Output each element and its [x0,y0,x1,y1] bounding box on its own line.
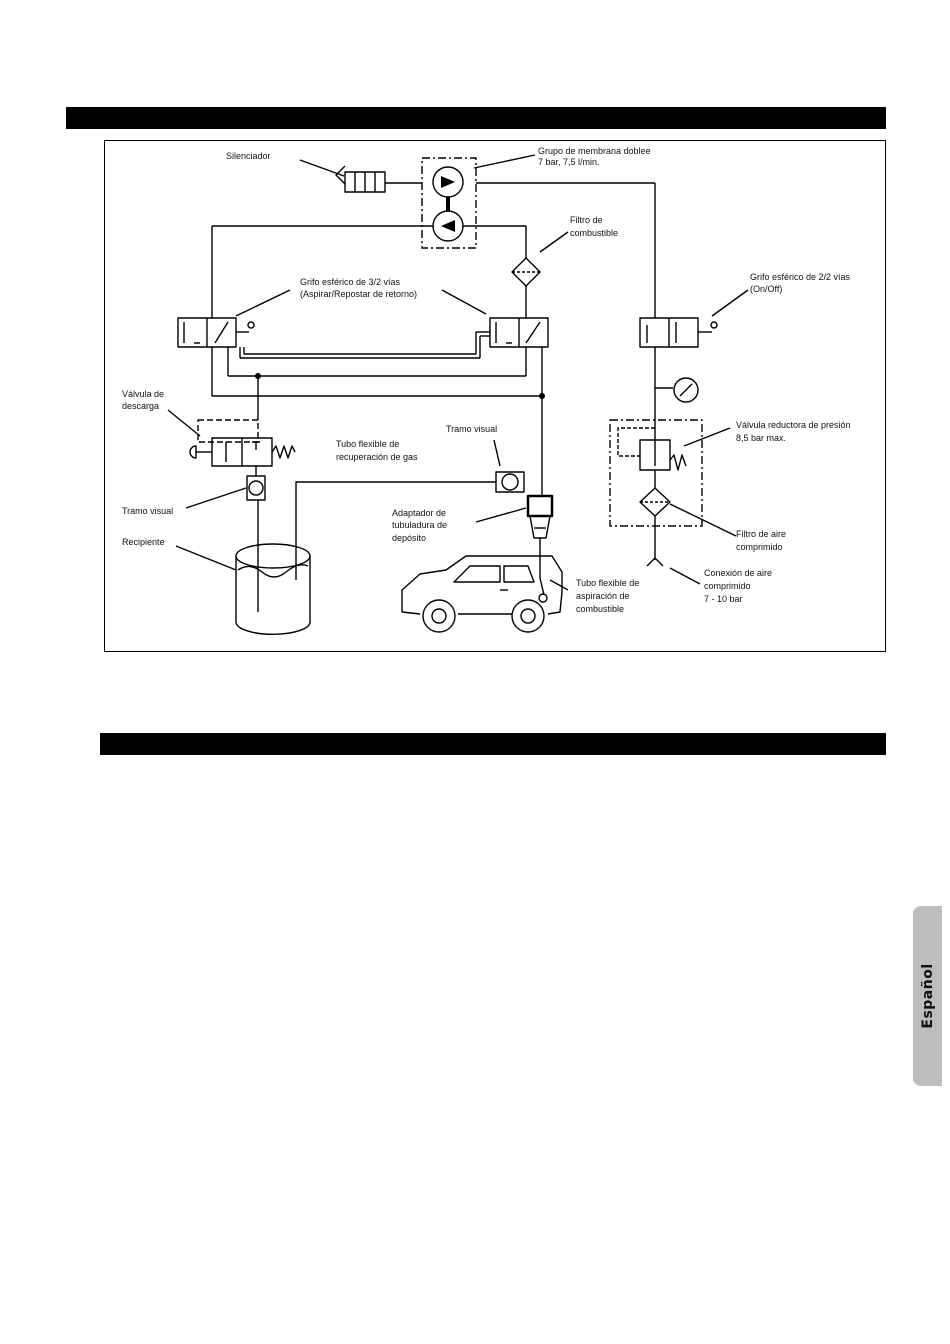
label-conexion-1: Conexión de aire [704,568,772,578]
label-tubo-recup-2: recuperación de gas [336,452,418,462]
label-tubo-asp-2: aspiración de [576,591,630,601]
label-grifo32-1: Grifo esférico de 3/2 vías [300,277,401,287]
language-tab-label: Español [919,963,936,1029]
label-grifo22-2: (On/Off) [750,284,782,294]
label-grifo32-2: (Aspirar/Repostar de retorno) [300,289,417,299]
fuel-filter-diamond [511,257,541,287]
label-adaptador-3: depósito [392,533,426,543]
label-filtro-aire-1: Filtro de aire [736,529,786,539]
pressure-gauge [673,377,699,403]
gas-recovery-line [295,481,496,580]
header-bar-middle [100,733,886,755]
label-silenciador: Silenciador [226,151,271,161]
label-valvula-red-2: 8,5 bar max. [736,433,786,443]
label-conexion-2: comprimido [704,581,751,591]
pump-group-box [421,157,477,249]
label-conexion-3: 7 - 10 bar [704,594,743,604]
container-body [235,556,311,636]
tank-adapter [526,494,554,518]
label-valvula-desc-2: descarga [122,401,159,411]
label-tubo-asp-3: combustible [576,604,624,614]
label-grifo22-1: Grifo esférico de 2/2 vías [750,272,851,282]
car-window-front [453,565,501,583]
label-recipiente: Recipiente [122,537,165,547]
left-sight-glass [246,475,266,501]
label-tramo-visual-left: Tramo visual [122,506,173,516]
label-adaptador-1: Adaptador de [392,508,446,518]
label-valvula-red-1: Válvula reductora de presión [736,420,851,430]
air-connection-symbol [646,557,664,567]
top-sight-glass [495,471,525,493]
label-valvula-desc-1: Válvula de [122,389,164,399]
car-window-rear [503,565,535,583]
label-adaptador-2: tubuladura de [392,520,447,530]
regulator-group-box [609,419,703,527]
label-grupo-1: Grupo de membrana doblee [538,146,651,156]
discharge-valve-pilot [197,419,259,443]
label-filtro-comb-2: combustible [570,228,618,238]
label-tubo-recup-1: Tubo flexible de [336,439,399,449]
language-tab: Español [913,906,942,1086]
diagram-frame [104,140,886,652]
silencer-tip [335,165,346,185]
label-filtro-comb-1: Filtro de [570,215,603,225]
label-grupo-2: 7 bar, 7,5 l/min. [538,157,600,167]
label-tubo-asp-1: Tubo flexible de [576,578,639,588]
label-filtro-aire-2: comprimido [736,542,783,552]
label-tramo-visual-top: Tramo visual [446,424,497,434]
car-body [401,555,563,615]
header-bar-top [66,107,886,129]
